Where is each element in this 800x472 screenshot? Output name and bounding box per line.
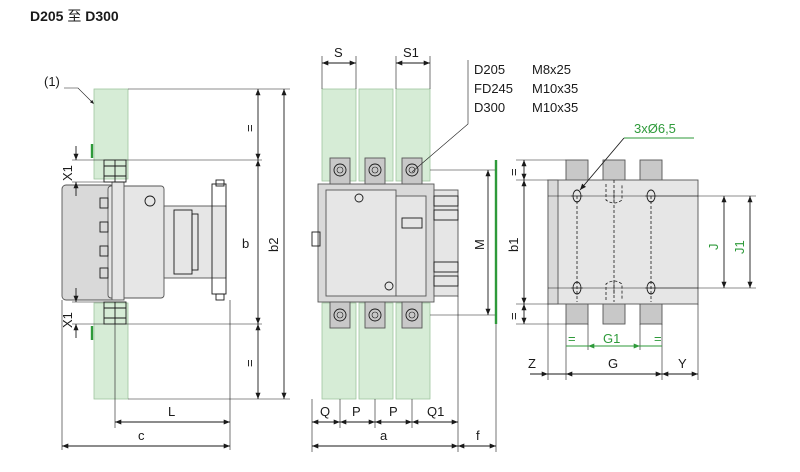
dim-b: b	[242, 236, 249, 251]
page-title: D205 至 D300	[30, 6, 119, 26]
mount-tab-top-2	[602, 159, 626, 183]
side-pin-4	[99, 267, 109, 279]
mount-base-edge	[547, 179, 559, 305]
side-pin-1	[99, 197, 109, 209]
front-terminals-top	[329, 157, 423, 185]
spec-model-2: FD245	[474, 81, 513, 96]
dim-S: S	[334, 45, 343, 60]
mount-holes	[571, 189, 657, 295]
dim-b2: b2	[266, 238, 281, 252]
mount-eq-left: =	[568, 331, 576, 346]
mount-tab-top-3	[639, 159, 663, 183]
side-mount-tab-bottom	[215, 293, 225, 301]
center-slot-top	[605, 184, 623, 204]
top-bolt	[103, 159, 127, 183]
spec-screw-2: M10x35	[532, 81, 578, 96]
dim-Q1: Q1	[427, 404, 444, 419]
front-label-plate	[401, 217, 423, 229]
side-aux-slot	[191, 213, 199, 271]
front-cover	[325, 189, 397, 297]
dim-J: J	[706, 244, 721, 251]
spec-screw-1: M8x25	[532, 62, 571, 77]
mount-tab-bottom-2	[602, 301, 626, 325]
title-prefix: D205	[30, 8, 64, 24]
front-screw-top	[354, 193, 364, 203]
mount-base-plate	[547, 179, 699, 305]
spec-leader	[411, 60, 469, 173]
dim-Y: Y	[678, 356, 687, 371]
dim-S1: S1	[403, 45, 419, 60]
side-terminal-block	[111, 181, 125, 301]
spec-model-3: D300	[474, 100, 505, 115]
dim-a: a	[380, 428, 388, 443]
title-mid: 至	[67, 9, 82, 25]
dim-G1: G1	[603, 331, 620, 346]
spec-screw-3: M10x35	[532, 100, 578, 115]
top-busbar	[93, 88, 129, 180]
side-pin-2	[99, 221, 109, 233]
dim-x1-top: X1	[60, 165, 75, 181]
side-view: (1)	[44, 74, 290, 450]
bottom-busbar	[93, 302, 129, 400]
front-left-clip	[311, 231, 321, 247]
holes-label: 3xØ6,5	[634, 121, 676, 136]
mount-tab-top-1	[565, 159, 589, 183]
center-slot-bottom	[605, 280, 623, 300]
dim-Q: Q	[320, 404, 330, 419]
title-suffix: D300	[85, 8, 119, 24]
note-ref: (1)	[44, 74, 60, 89]
dim-c: c	[138, 428, 145, 443]
side-screw	[144, 195, 156, 207]
mount-view: 3xØ6,5 = b1 = J J1 = G1 =	[506, 121, 756, 380]
side-aux-block	[163, 205, 227, 279]
dim-L: L	[168, 404, 175, 419]
dim-Z: Z	[528, 356, 536, 371]
spec-model-1: D205	[474, 62, 505, 77]
dim-f: f	[476, 428, 480, 443]
dim-J1: J1	[732, 240, 747, 254]
dim-G: G	[608, 356, 618, 371]
dim-P-1: P	[352, 404, 361, 419]
mount-tab-bottom-3	[639, 301, 663, 325]
mount-eq-right: =	[654, 331, 662, 346]
mount-eq-top: =	[506, 168, 521, 176]
side-pin-3	[99, 245, 109, 257]
side-mount-tab-top	[215, 179, 225, 187]
front-screw-bottom	[384, 281, 394, 291]
dim-M: M	[472, 239, 487, 250]
front-side-panel	[395, 195, 427, 297]
front-aux-block	[433, 189, 459, 297]
mount-tab-bottom-1	[565, 301, 589, 325]
note-leader	[64, 87, 95, 105]
dim-b1: b1	[506, 238, 521, 252]
dim-x1-bottom: X1	[60, 312, 75, 328]
mount-eq-bottom: =	[506, 312, 521, 320]
front-terminals-bottom	[329, 301, 423, 329]
side-eq-bottom: =	[242, 359, 257, 367]
dim-P-2: P	[389, 404, 398, 419]
holes-leader	[579, 137, 625, 191]
front-view: S S1 D205 M8x25 FD245 M10x35 D300 M10x35…	[311, 45, 578, 452]
side-eq-top: =	[242, 124, 257, 132]
